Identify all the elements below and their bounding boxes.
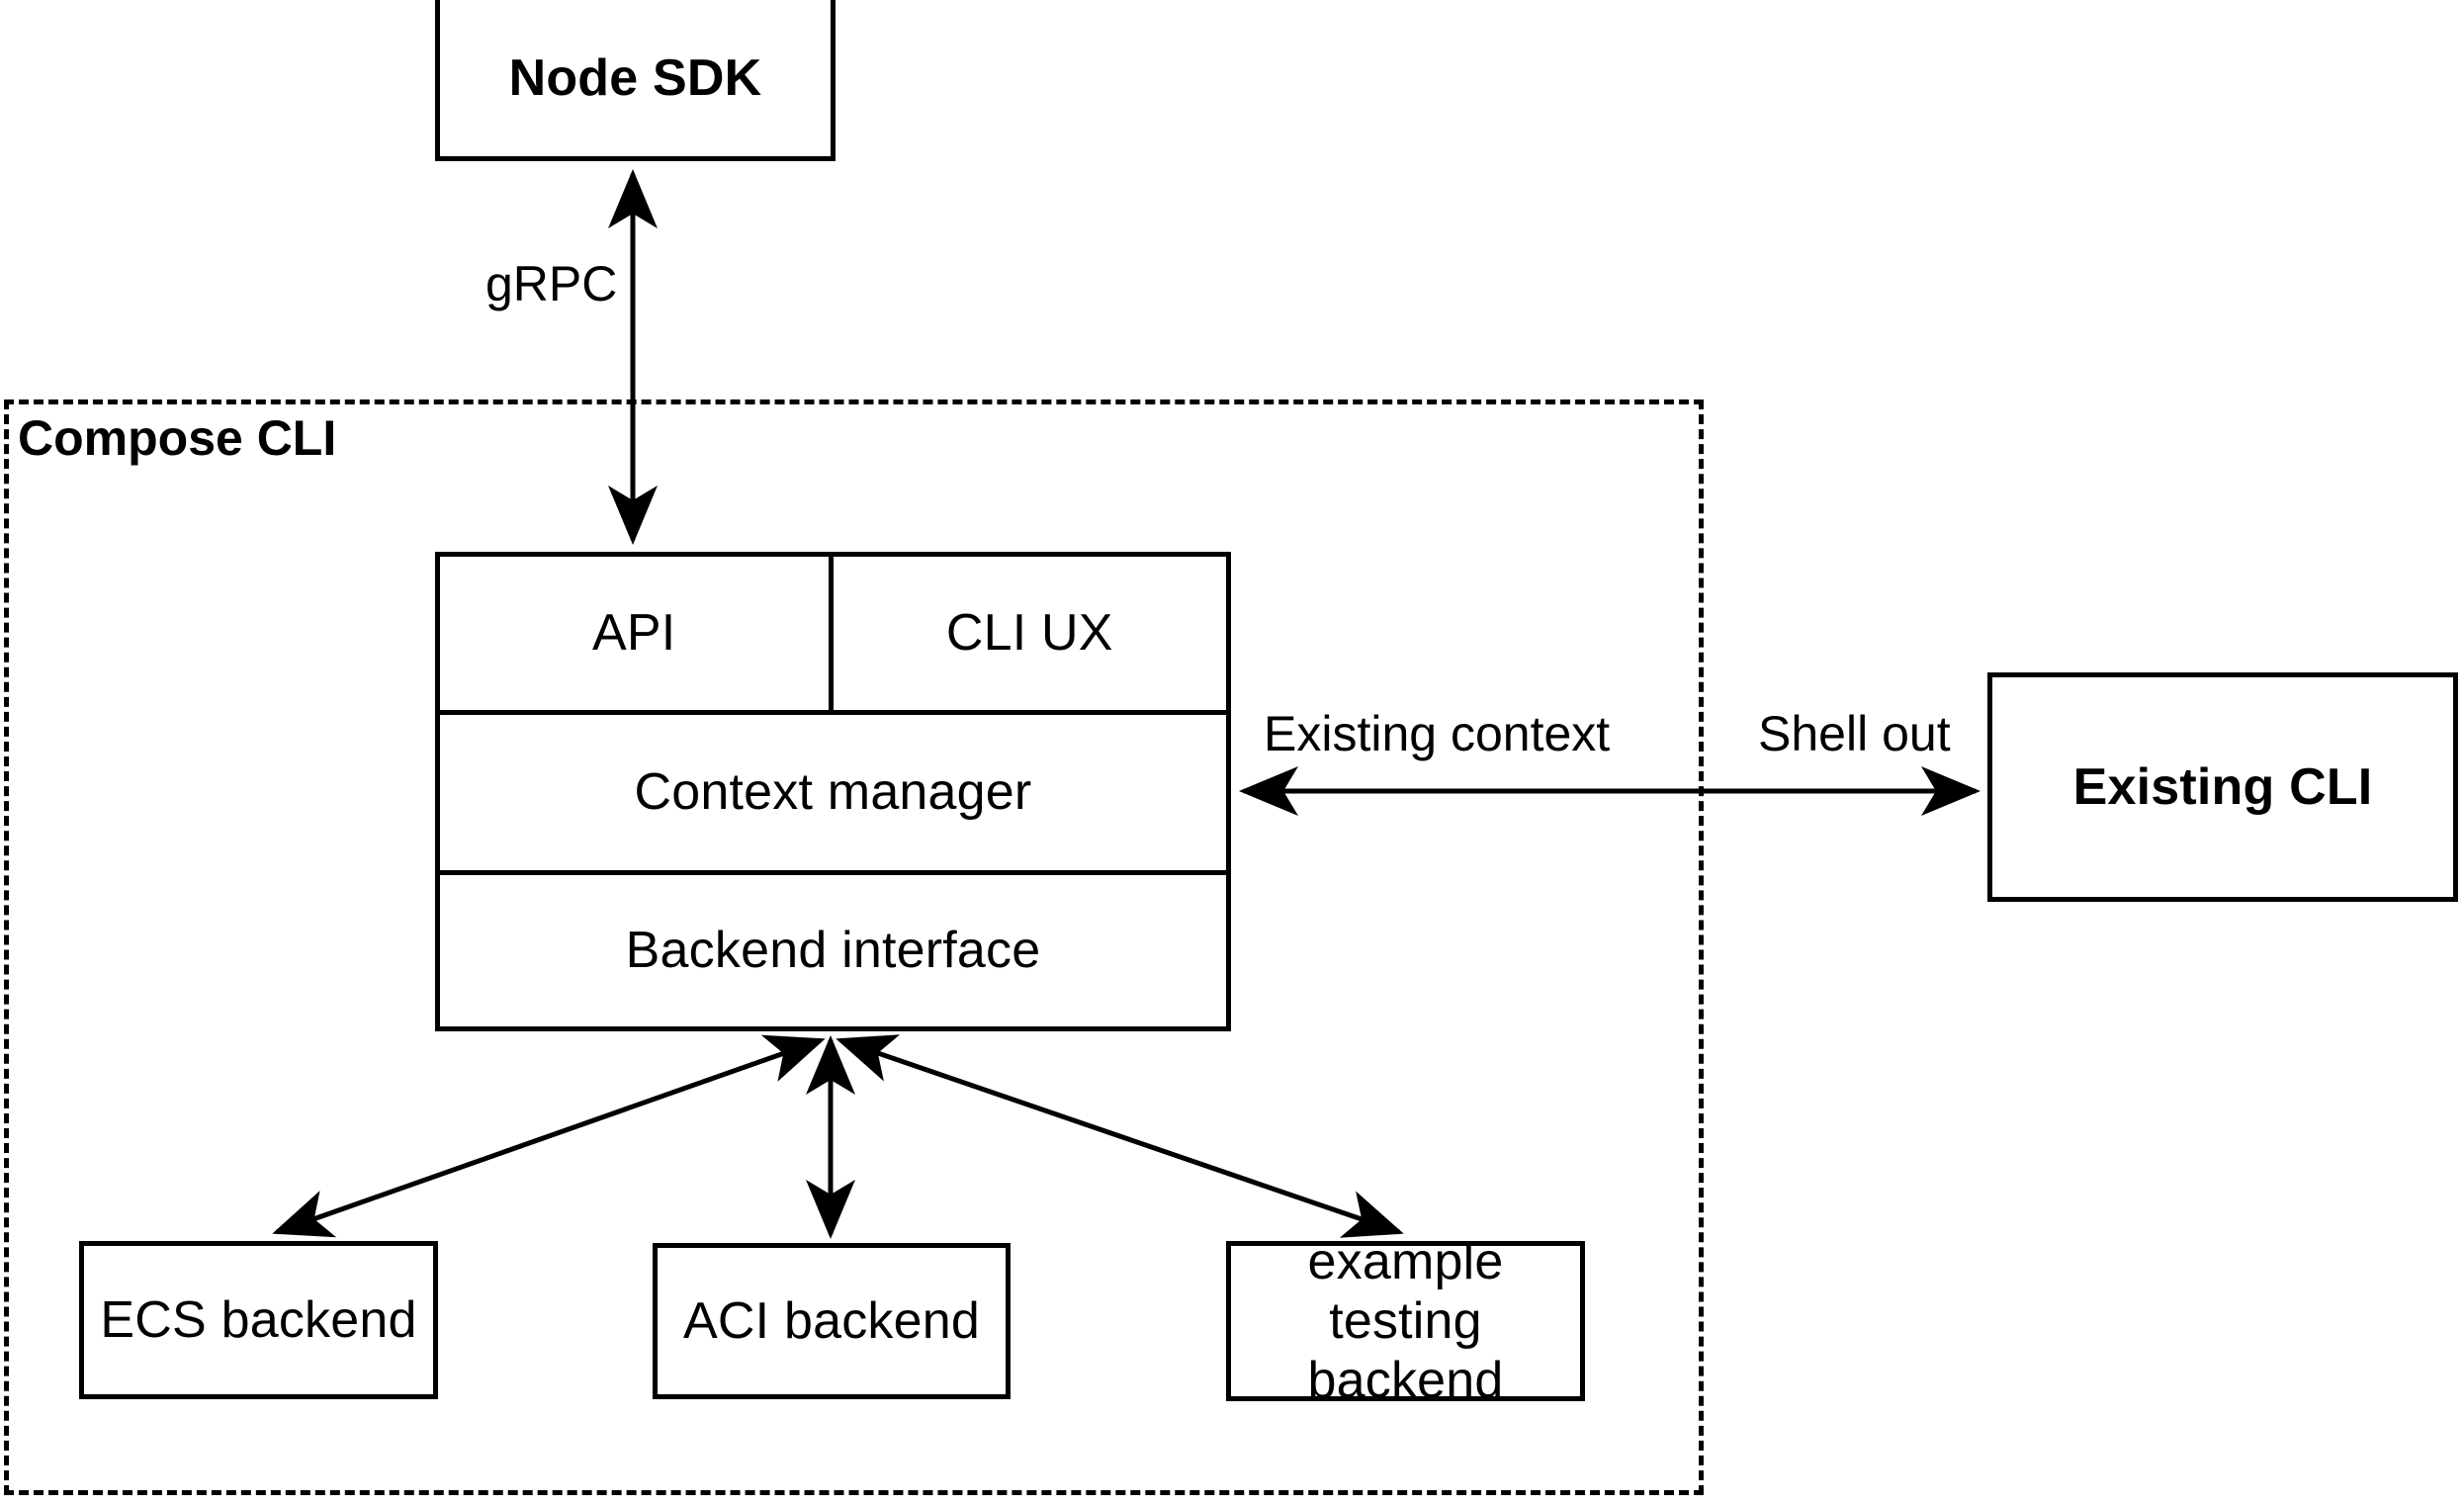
- example-testing-backend-label: example testing backend: [1307, 1232, 1504, 1410]
- edge-label-existing-context: Existing context: [1258, 709, 1617, 758]
- stack-cell-cli-ux[interactable]: CLI UX: [834, 557, 1227, 710]
- stack-row-context-manager[interactable]: Context manager: [440, 715, 1226, 875]
- context-manager-label: Context manager: [634, 763, 1032, 822]
- stack-row-backend-interface[interactable]: Backend interface: [440, 875, 1226, 1026]
- ecs-backend-label: ECS backend: [100, 1290, 417, 1349]
- edge-backend-ecs-line: [272, 1034, 826, 1238]
- edge-label-grpc: gRPC: [480, 259, 624, 309]
- edge-label-shell-out: Shell out: [1752, 709, 1957, 758]
- ecs-backend-box[interactable]: ECS backend: [79, 1241, 438, 1399]
- stack-cell-api[interactable]: API: [440, 557, 834, 710]
- example-testing-backend-box[interactable]: example testing backend: [1226, 1233, 1585, 1409]
- api-label: API: [592, 604, 676, 663]
- cli-ux-label: CLI UX: [945, 604, 1113, 663]
- stack-row-api-cliux: API CLI UX: [440, 557, 1226, 715]
- existing-cli-box[interactable]: Existing CLI: [1987, 672, 2458, 902]
- node-sdk-box[interactable]: Node SDK: [435, 0, 836, 161]
- compose-cli-group: [4, 399, 1704, 1495]
- existing-cli-label: Existing CLI: [2072, 757, 2373, 816]
- compose-cli-group-title: Compose CLI: [18, 410, 337, 466]
- node-sdk-label: Node SDK: [508, 48, 762, 107]
- backend-interface-label: Backend interface: [625, 922, 1041, 980]
- compose-cli-stack: API CLI UX Context manager Backend inter…: [435, 552, 1231, 1031]
- edge-backend-example-line: [836, 1034, 1404, 1238]
- aci-backend-box[interactable]: ACI backend: [653, 1243, 1011, 1399]
- aci-backend-label: ACI backend: [683, 1291, 980, 1350]
